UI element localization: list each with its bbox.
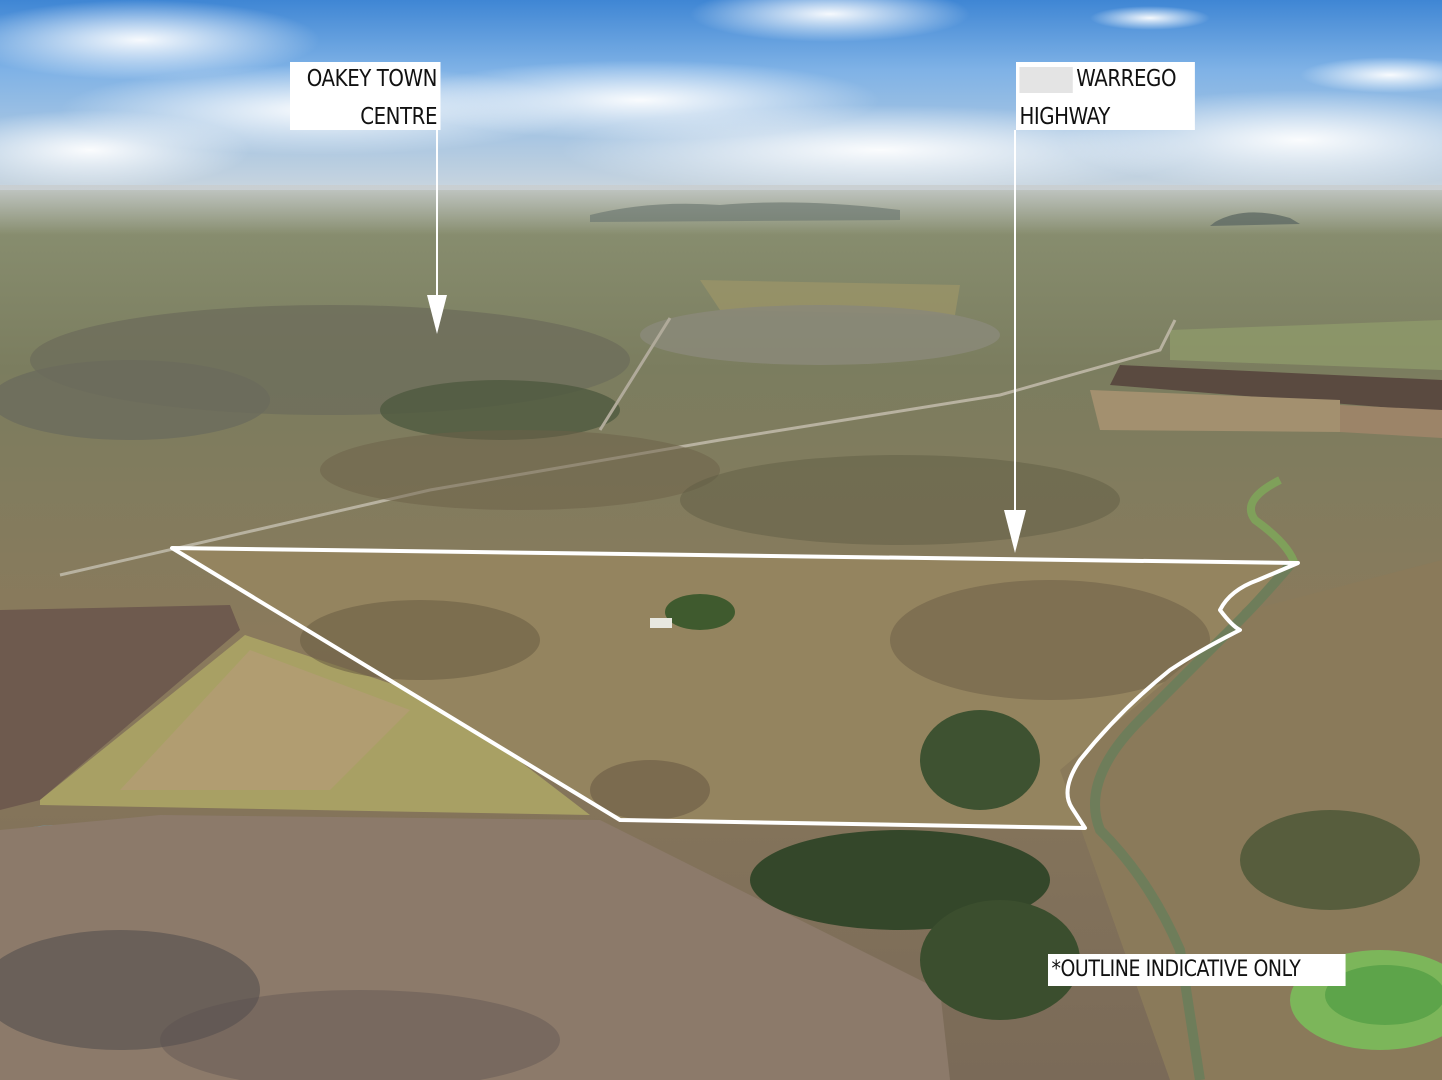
homestead-trees [665,594,735,630]
creek [1090,561,1294,1080]
oakey-label-line1: OAKEY TOWN [306,66,438,92]
town [0,305,1000,440]
ploughed-field-left [0,605,240,810]
tree-cluster [750,710,1420,1020]
warrego-label-line1: WARREGO [1076,66,1177,92]
outline-disclaimer: *OUTLINE INDICATIVE ONLY [1048,954,1346,986]
highway-arrow [1004,130,1026,553]
homestead [650,618,672,628]
property-outline [170,546,1300,830]
redacted-block [1019,66,1073,93]
warrego-highway-label: WARREGO HIGHWAY [1016,62,1195,130]
town-arrow [427,130,447,334]
warrego-label-line2: HIGHWAY [1019,104,1110,130]
oakey-town-centre-label: OAKEY TOWN CENTRE [290,62,441,130]
highway [59,319,1177,577]
oakey-label-line2: CENTRE [360,104,438,130]
clouds [0,0,1442,195]
